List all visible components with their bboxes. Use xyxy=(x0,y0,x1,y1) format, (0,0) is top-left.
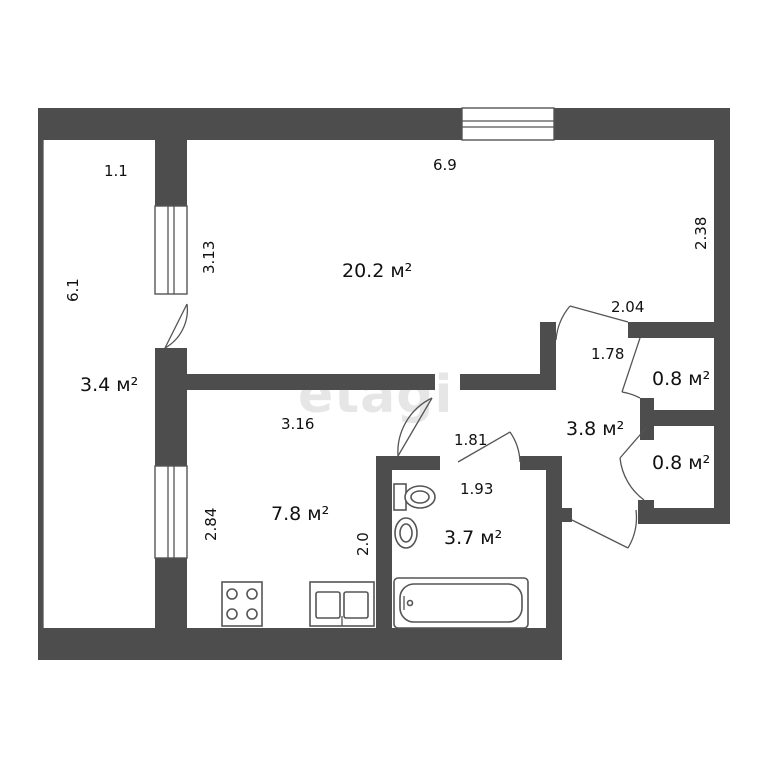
walls xyxy=(38,107,730,660)
closet-lower-area-label: 0.8 м² xyxy=(652,452,710,474)
balcony-left-edge xyxy=(38,140,43,628)
stove-icon xyxy=(221,581,263,627)
kitchen-door xyxy=(397,397,433,457)
bathroom-left-wall xyxy=(376,456,392,628)
closet-top-wall xyxy=(628,322,714,338)
living-kitchen-wall xyxy=(187,374,435,390)
balcony-length-label: 6.1 xyxy=(64,278,82,302)
kitchen-sink-icon xyxy=(309,581,375,627)
top-wall-right xyxy=(554,108,730,140)
bathroom-right-wall xyxy=(546,456,562,660)
right-wall xyxy=(714,140,730,524)
top-window xyxy=(461,107,555,141)
bathroom-sink-icon xyxy=(394,517,418,549)
balcony-width-label: 1.1 xyxy=(104,162,128,180)
labels: 1.1 6.1 3.4 м² 6.9 3.13 2.38 20.2 м² 3.1… xyxy=(64,156,710,556)
partition-window-upper xyxy=(154,205,188,295)
balcony-area-label: 3.4 м² xyxy=(80,374,138,396)
partition-window-lower xyxy=(154,465,188,559)
bathroom-door xyxy=(457,431,511,463)
bathroom-depth-label: 1.93 xyxy=(460,480,493,498)
closet-divider xyxy=(640,410,714,426)
closet-upper-area-label: 0.8 м² xyxy=(652,368,710,390)
kitchen-width-label: 3.16 xyxy=(281,415,314,433)
bottom-wall xyxy=(38,628,562,660)
doors xyxy=(164,303,647,549)
top-wall xyxy=(38,108,462,140)
living-area-label: 20.2 м² xyxy=(342,260,412,282)
closet-upper-door xyxy=(621,337,641,393)
hallway-door xyxy=(569,305,629,323)
balcony-door xyxy=(164,303,188,349)
hallway-nib xyxy=(540,322,556,390)
hallway-width-label: 2.04 xyxy=(611,298,644,316)
closet-lower-door xyxy=(619,427,647,459)
living-width-label: 6.9 xyxy=(433,156,457,174)
entrance-door xyxy=(571,519,629,549)
bathroom-top-wall-left xyxy=(376,456,440,470)
living-depth-label: 3.13 xyxy=(200,241,218,274)
kitchen-side-label: 2.0 xyxy=(354,532,372,556)
hallway-area-label: 3.8 м² xyxy=(566,418,624,440)
balcony-partition-upper xyxy=(155,140,187,206)
bathtub-icon xyxy=(393,577,529,629)
living-side-label: 2.38 xyxy=(692,217,710,250)
fixtures xyxy=(221,483,529,629)
kitchen-depth-label: 2.84 xyxy=(202,508,220,541)
bathroom-door-stub xyxy=(562,508,572,522)
balcony-partition-mid xyxy=(155,348,187,466)
living-hallway-wall xyxy=(460,374,556,390)
balcony-partition-lower xyxy=(155,558,187,628)
toilet-icon xyxy=(393,483,436,511)
hallway-depth-label: 1.78 xyxy=(591,345,624,363)
closet-left-wall-lower xyxy=(638,500,654,524)
bathroom-area-label: 3.7 м² xyxy=(444,527,502,549)
bathroom-width-label: 1.81 xyxy=(454,431,487,449)
kitchen-area-label: 7.8 м² xyxy=(271,503,329,525)
right-bottom-wall xyxy=(638,508,730,524)
